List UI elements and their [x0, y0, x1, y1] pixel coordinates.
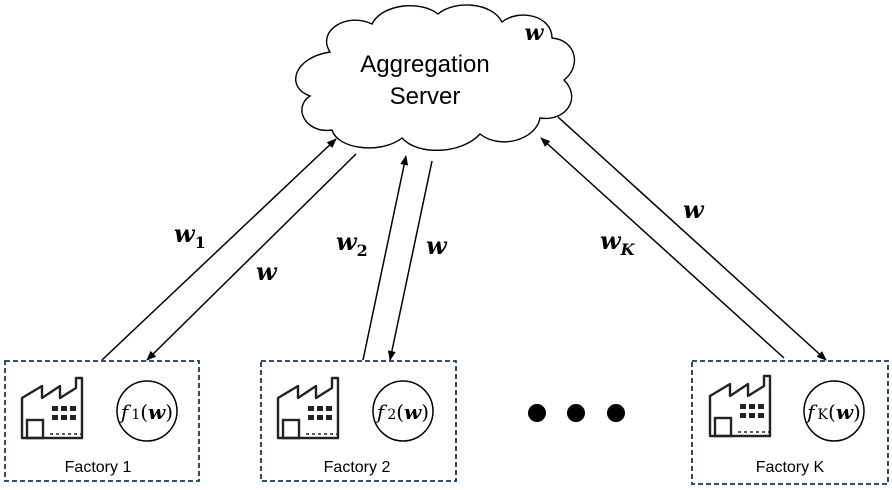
communication-arrows — [101, 116, 827, 361]
arrow-labels: w1 w w2 w wK w — [174, 195, 705, 286]
cloud-outline — [295, 4, 576, 151]
factory-k-function-circle — [803, 380, 865, 442]
factory-2-icon — [276, 376, 340, 440]
download-label-factory-2: w — [426, 231, 448, 260]
upload-label-factory-1: w1 — [174, 219, 206, 252]
download-label-factory-1: w — [256, 257, 278, 286]
download-arrow-factory-1 — [146, 153, 357, 361]
factory-2-function-circle — [372, 380, 434, 442]
ellipsis-dot — [567, 404, 585, 422]
ellipsis-dot — [607, 404, 625, 422]
ellipsis-dots — [528, 404, 625, 422]
server-model-symbol: w — [525, 20, 545, 46]
factory-1-function-circle — [116, 380, 178, 442]
upload-label-factory-2: w2 — [336, 227, 368, 260]
upload-label-factory-k: wK — [600, 226, 636, 259]
ellipsis-dot — [528, 404, 546, 422]
upload-arrow-factory-2 — [362, 155, 409, 361]
factory-1-label: Factory 1 — [65, 459, 132, 476]
factory-k-icon — [708, 374, 772, 438]
factory-k-border — [691, 360, 889, 485]
factory-k-label: Factory K — [756, 459, 825, 476]
upload-arrow-factory-k — [540, 137, 785, 359]
upload-arrow-factory-1 — [101, 138, 337, 361]
download-arrow-factory-2 — [387, 160, 433, 361]
aggregation-server-cloud: Aggregation Server w — [295, 4, 576, 151]
factory-1-border — [4, 360, 200, 482]
server-title-line2: Server — [390, 83, 461, 110]
factory-2-label: Factory 2 — [324, 459, 391, 476]
download-arrow-factory-k — [557, 116, 827, 361]
download-label-factory-k: w — [683, 195, 705, 224]
server-title-line1: Aggregation — [360, 51, 489, 78]
factory-1-icon — [20, 376, 84, 440]
factory-2-border — [260, 360, 457, 482]
